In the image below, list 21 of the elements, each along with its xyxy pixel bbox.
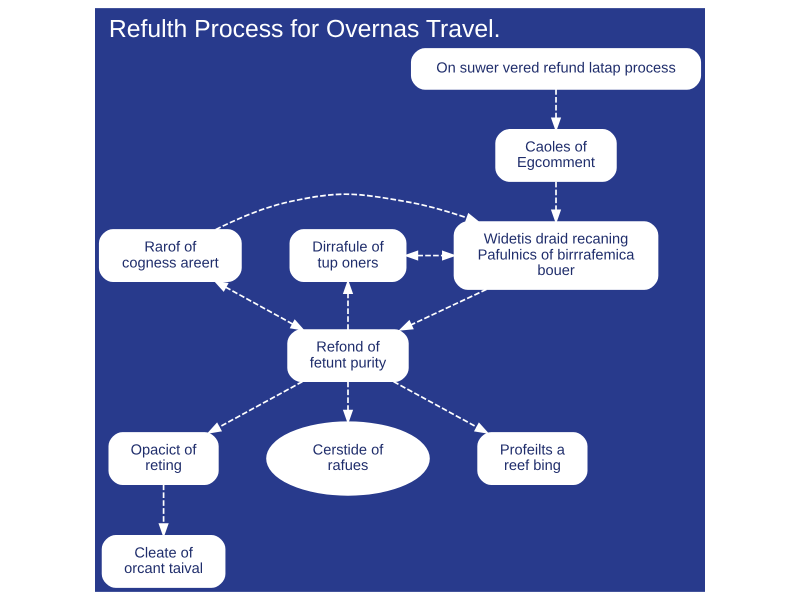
node-box: Dirrafule of tup oners	[290, 229, 406, 282]
arrow	[342, 382, 354, 424]
node-box: Caoles of Egcomment	[495, 129, 617, 182]
arrow	[550, 182, 562, 224]
arrow	[404, 250, 457, 261]
node-ellipse: Cerstide of rafues	[266, 421, 430, 496]
node-box: Opacict of reting	[108, 432, 219, 485]
node-box: Profeilts a reef bing	[477, 432, 588, 485]
arrow	[342, 279, 354, 330]
node-box: Widetis draid recaning Pafulnics of birrrafemica bouer	[454, 221, 658, 290]
node-box: Cleate of orcant taival	[102, 535, 226, 588]
node-box: On suwer vered refund latap process	[410, 48, 702, 90]
arrow	[206, 380, 303, 434]
node-box: Refond of fetunt purity	[287, 329, 409, 382]
arrow	[398, 288, 487, 331]
arrow	[158, 484, 169, 538]
diagram-title: Refulth Process for Overnas Travel.	[108, 16, 500, 43]
arrow	[213, 280, 306, 331]
node-box: Rarof of cogness areert	[98, 229, 242, 282]
arrow	[393, 380, 490, 434]
arrow	[215, 193, 480, 230]
